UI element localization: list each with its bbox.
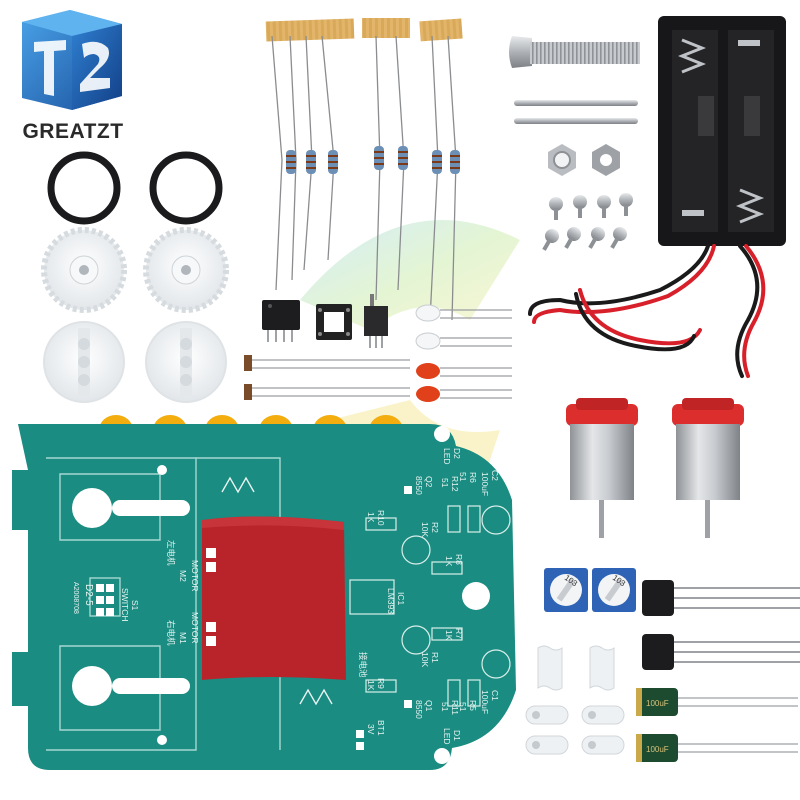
- dc-motors: [566, 398, 744, 538]
- pcb-switch-label: SWITCH: [120, 588, 130, 622]
- pcb-board: D2 LED C2 100uF R6 51 R12 51 Q2 8550 R10…: [12, 424, 516, 770]
- pcb-c1-value: 100uF: [480, 690, 490, 714]
- brand-name: GREATZT: [22, 120, 124, 143]
- pcb-c1-label: C1: [490, 690, 500, 701]
- pcb-s1-label: S1: [130, 600, 140, 611]
- pcb-r12-value: 51: [440, 478, 450, 488]
- push-switch: [364, 294, 388, 348]
- pcb-m1-label: M1: [178, 632, 188, 644]
- pcb-r8-label: R8: [454, 554, 464, 565]
- pcb-q1-value: 8550: [414, 700, 424, 719]
- ic-socket: [316, 304, 352, 340]
- pcb-date-label: A2008708: [72, 582, 79, 614]
- pcb-c2-label: C2: [490, 470, 500, 481]
- pcb-q1-label: Q1: [424, 700, 434, 712]
- battery-holder: [658, 16, 786, 246]
- ic-chip-lm393: [262, 300, 300, 342]
- potentiometers: 103 103: [544, 568, 636, 612]
- pcb-r10-label: R10: [376, 510, 386, 526]
- pcb-q2-value: 8550: [414, 476, 424, 495]
- gears-group: [41, 227, 229, 403]
- leds-group: [415, 304, 512, 402]
- pcb-r10-value: 1K: [366, 512, 376, 523]
- pcb-ic1-label: IC1: [396, 592, 406, 606]
- pcb-d1-label: D1: [452, 730, 462, 741]
- pcb-r9-value: 1K: [366, 680, 376, 691]
- pcb-motor-left: MOTOR: [190, 560, 200, 591]
- pcb-r2-value: 10K: [420, 522, 430, 537]
- pcb-r7-label: R7: [454, 628, 464, 639]
- pcb-led-top: LED: [442, 448, 452, 465]
- pcb-r6-label: R6: [468, 472, 478, 483]
- pcb-bt1-value: 3V: [366, 724, 376, 735]
- pcb-r12-label: R12: [450, 476, 460, 492]
- pcb-r9-label: R9: [376, 678, 386, 689]
- pcb-c2-value: 100uF: [480, 472, 490, 496]
- pcb-r7-value: 1K: [444, 630, 454, 641]
- pcb-r5-value: 51: [458, 702, 468, 712]
- pcb-r8-value: 1K: [444, 556, 454, 567]
- pcb-right-motor-cn: 右电机: [166, 620, 176, 646]
- resistors-group: [265, 18, 463, 321]
- pcb-ic1-value: LM393: [386, 588, 396, 614]
- pcb-r5-label: R5: [468, 700, 478, 711]
- pcb-model-label: D2-5: [83, 584, 94, 606]
- transistors: [642, 580, 800, 670]
- pcb-led-bottom: LED: [442, 728, 452, 745]
- sensor-leads: [244, 355, 410, 400]
- pcb-m2-label: M2: [178, 570, 188, 582]
- pcb-r6-value: 51: [458, 472, 468, 482]
- pcb-left-motor-cn: 左电机: [166, 540, 176, 566]
- tires-group: [47, 151, 223, 225]
- pcb-r11-value: 51: [440, 702, 450, 712]
- pcb-r1-label: R1: [430, 652, 440, 663]
- pcb-d2-label: D2: [452, 448, 462, 459]
- pcb-r11-label: R11: [450, 700, 460, 715]
- pcb-motor-right: MOTOR: [190, 612, 200, 643]
- hardware-group: [509, 36, 640, 251]
- cap-label-bottom: 100uF: [646, 745, 669, 754]
- battery-wires: [528, 244, 766, 378]
- pcb-battery-cn: 接电池: [358, 652, 368, 678]
- capacitors: 100uF 100uF: [636, 688, 798, 762]
- pcb-bt1-label: BT1: [376, 720, 386, 736]
- pcb-r2-label: R2: [430, 522, 440, 533]
- cap-label-top: 100uF: [646, 699, 669, 708]
- pcb-q2-label: Q2: [424, 476, 434, 488]
- pcb-r1-value: 10K: [420, 652, 430, 667]
- plastic-clips: [525, 645, 625, 755]
